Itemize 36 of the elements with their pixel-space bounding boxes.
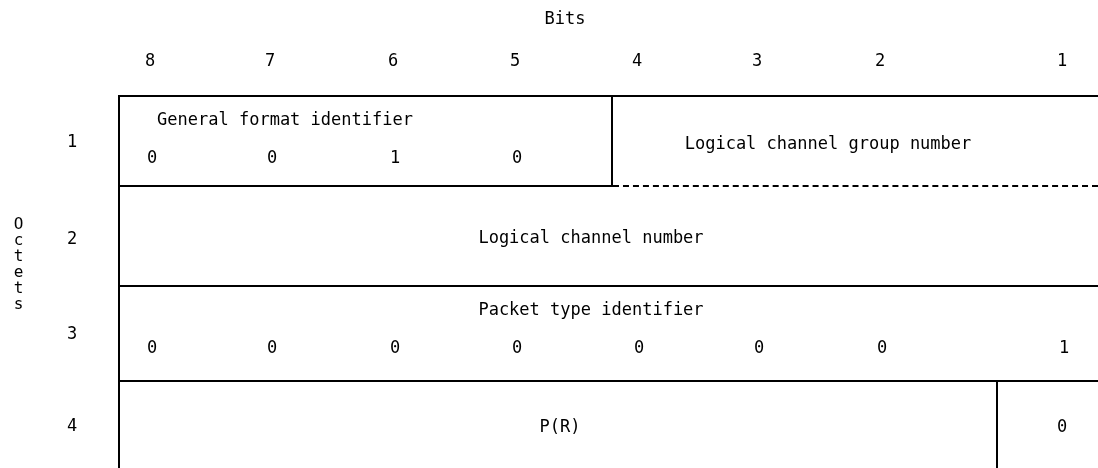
field-cell	[118, 95, 613, 187]
field-name: P(R)	[539, 416, 581, 436]
field-name: Logical channel number	[478, 227, 704, 247]
bit-number: 6	[387, 50, 399, 70]
field-cell	[118, 285, 1098, 382]
octet-number: 3	[66, 323, 78, 343]
field-name: Packet type identifier	[478, 299, 704, 319]
field-name: Logical channel group number	[684, 133, 972, 153]
field-row	[118, 382, 998, 468]
bit-number: 3	[751, 50, 763, 70]
octet-number: 1	[66, 131, 78, 151]
bit-number: 1	[1056, 50, 1068, 70]
field-cell	[613, 95, 1098, 187]
bit-value: 0	[511, 337, 523, 357]
bit-value: 0	[266, 147, 278, 167]
bit-number: 2	[874, 50, 886, 70]
bit-value: 0	[633, 337, 645, 357]
bit-value: 1	[1058, 337, 1070, 357]
bit-value: 0	[146, 147, 158, 167]
axis-title-vertical: Octets	[10, 214, 26, 310]
field-name: 0	[1056, 416, 1068, 436]
bit-number: 5	[509, 50, 521, 70]
bit-value: 0	[876, 337, 888, 357]
bit-value: 0	[389, 337, 401, 357]
bit-number: 8	[144, 50, 156, 70]
axis-title: Bits	[544, 8, 586, 28]
octet-number: 4	[66, 415, 78, 435]
bit-value: 0	[511, 147, 523, 167]
octet-number: 2	[66, 228, 78, 248]
bit-value: 0	[266, 337, 278, 357]
field-name: General format identifier	[157, 109, 413, 129]
bit-value: 0	[146, 337, 158, 357]
bit-number: 7	[264, 50, 276, 70]
bit-value: 0	[753, 337, 765, 357]
bit-number: 4	[631, 50, 643, 70]
bit-value: 1	[389, 147, 401, 167]
